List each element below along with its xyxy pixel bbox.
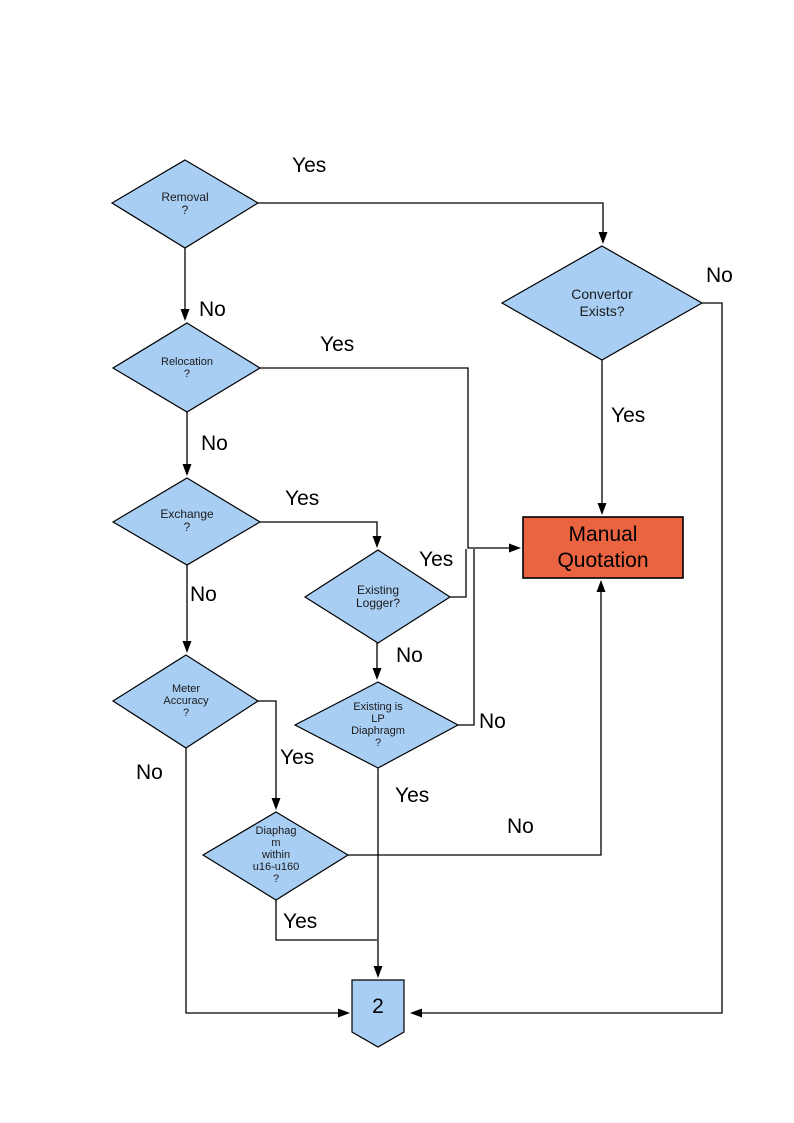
diaphragm-range-label: Diaphag m within u16-u160 ?	[252, 825, 300, 885]
removal-diamond	[110, 159, 260, 249]
removal-no-label: No	[199, 298, 226, 321]
edge-lp-no	[458, 549, 475, 726]
exchange-label: Exchange ?	[160, 507, 214, 534]
edge-convertor-no	[410, 302, 723, 1018]
meter-no-label: No	[136, 761, 163, 784]
meter-accuracy-label: Meter Accuracy ?	[163, 683, 209, 719]
diaphragm-no-label: No	[507, 815, 534, 838]
edge-logger-yes	[450, 549, 467, 598]
exchange-yes-label: Yes	[285, 487, 320, 510]
edge-exchange-yes	[260, 521, 382, 548]
convertor-exists-diamond	[500, 245, 704, 361]
meter-accuracy-diamond	[111, 654, 260, 749]
logger-yes-label: Yes	[419, 548, 454, 571]
nodes	[110, 159, 704, 1048]
removal-yes-label: Yes	[292, 154, 327, 177]
meter-yes-label: Yes	[280, 746, 315, 769]
edge-diaphragm-yes	[275, 900, 377, 941]
existing-lp-diaphragm-label: Existing is LP Diaphragm ?	[351, 701, 405, 749]
relocation-label: Relocation ?	[161, 356, 213, 380]
convertor-exists-label: Convertor Exists?	[571, 286, 633, 319]
convertor-no-label: No	[706, 264, 733, 287]
edge-meter-no	[185, 748, 350, 1018]
existing-lp-diaphragm-diamond	[293, 681, 460, 769]
manual-quotation-box	[522, 516, 684, 579]
edge-diaphragm-no	[348, 580, 606, 856]
diaphragm-range-diamond	[201, 811, 350, 901]
removal-label: Removal ?	[161, 190, 209, 217]
offpage-connector-2	[351, 979, 405, 1048]
edge-meter-yes	[258, 700, 281, 810]
edge-removal-yes	[258, 202, 608, 244]
relocation-yes-label: Yes	[320, 333, 355, 356]
existing-logger-label: Existing Logger?	[355, 583, 401, 610]
logger-no-label: No	[396, 644, 423, 667]
exchange-diamond	[111, 477, 262, 566]
offpage-connector-2-label: 2	[372, 994, 384, 1018]
edge-relocation-yes	[260, 367, 521, 553]
manual-quotation-label: Manual Quotation	[557, 522, 649, 572]
edges	[180, 202, 723, 1018]
lp-yes-label: Yes	[395, 784, 430, 807]
diaphragm-yes-label: Yes	[283, 910, 318, 933]
existing-logger-diamond	[303, 549, 452, 644]
exchange-no-label: No	[190, 583, 217, 606]
relocation-no-label: No	[201, 432, 228, 455]
relocation-diamond	[111, 322, 262, 413]
lp-no-label: No	[479, 710, 506, 733]
convertor-yes-label: Yes	[611, 404, 646, 427]
